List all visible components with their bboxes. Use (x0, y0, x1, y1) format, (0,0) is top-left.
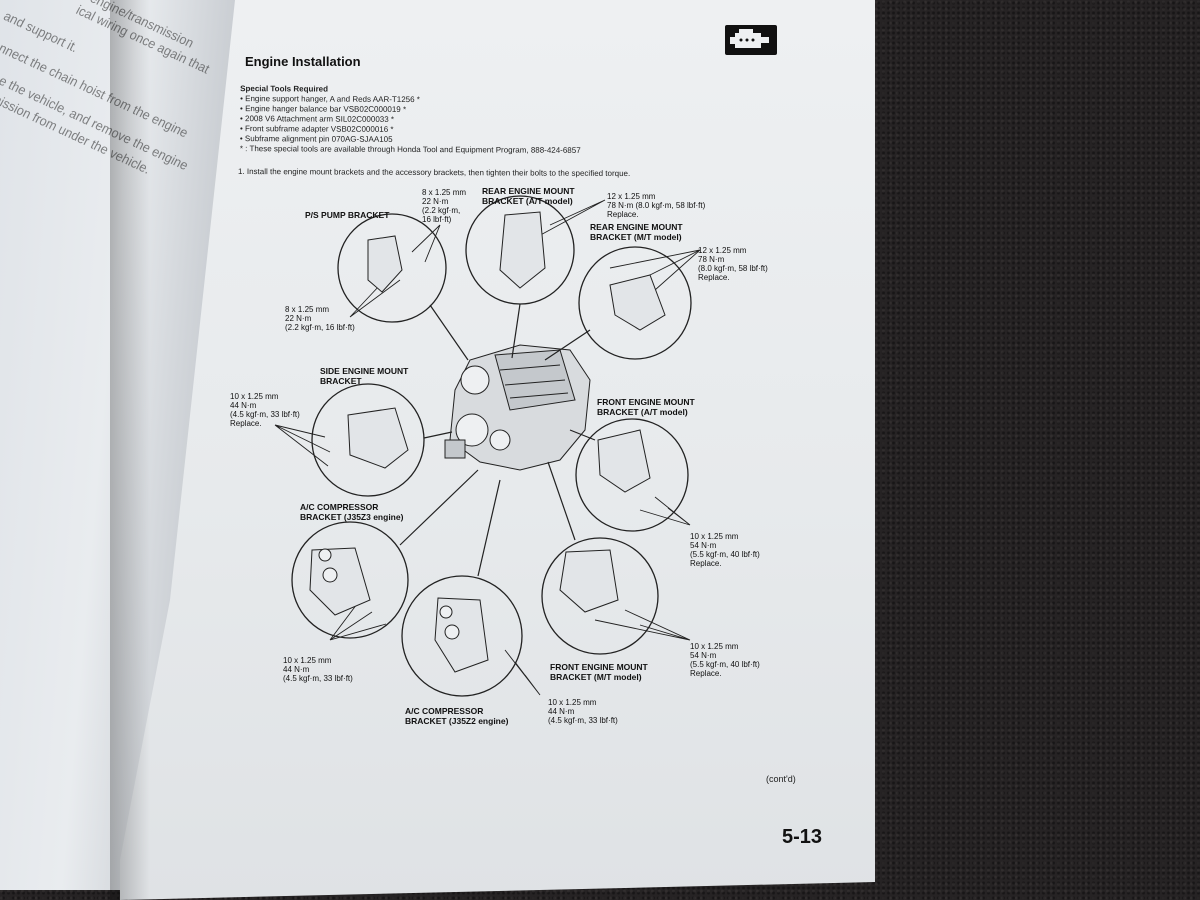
spec-line: 44 N·m (283, 665, 310, 674)
front-mt-torque-spec: 10 x 1.25 mm 54 N·m (5.5 kgf·m, 40 lbf·f… (690, 642, 760, 678)
spec-line: (4.5 kgf·m, 33 lbf·ft) (230, 410, 300, 419)
spec-line: 10 x 1.25 mm (283, 656, 332, 665)
engine-section-icon (725, 25, 777, 55)
label-line: BRACKET (J35Z2 engine) (405, 716, 509, 726)
spec-line: (8.0 kgf·m, 58 lbf·ft) (698, 264, 768, 273)
label-line: BRACKET (J35Z3 engine) (300, 512, 404, 522)
label-line: FRONT ENGINE MOUNT (550, 662, 648, 672)
rear-mt-bracket-label: REAR ENGINE MOUNT BRACKET (M/T model) (590, 222, 683, 242)
label-line: BRACKET (A/T model) (597, 407, 688, 417)
ac-j35z2-detail-circle (401, 575, 523, 697)
ps-bottom-torque-spec: 8 x 1.25 mm 22 N·m (2.2 kgf·m, 16 lbf·ft… (285, 305, 355, 332)
ps-pump-detail-circle (337, 213, 447, 323)
spec-line: 12 x 1.25 mm (607, 192, 656, 201)
spec-line: Replace. (607, 210, 639, 219)
spec-line: (4.5 kgf·m, 33 lbf·ft) (548, 716, 618, 725)
ac-j35z2-bracket-label: A/C COMPRESSOR BRACKET (J35Z2 engine) (405, 706, 508, 726)
spec-line: 8 x 1.25 mm (285, 305, 330, 314)
ac-j35z2-torque-spec: 10 x 1.25 mm 44 N·m (4.5 kgf·m, 33 lbf·f… (548, 698, 618, 725)
spec-line: 78 N·m (698, 255, 725, 264)
spec-line: (2.2 kgf·m, 16 lbf·ft) (285, 323, 355, 332)
page-title: Engine Installation (245, 54, 361, 69)
side-mount-detail-circle (311, 383, 425, 497)
rear-mt-torque-spec: 12 x 1.25 mm 78 N·m (8.0 kgf·m, 58 lbf·f… (698, 246, 768, 282)
ac-j35z3-bracket-label: A/C COMPRESSOR BRACKET (J35Z3 engine) (300, 502, 403, 522)
label-line: SIDE ENGINE MOUNT (320, 366, 409, 376)
rear-at-torque-spec: 12 x 1.25 mm 78 N·m (8.0 kgf·m, 58 lbf·f… (607, 192, 705, 219)
label-line: BRACKET (A/T model) (482, 196, 573, 206)
label-line: A/C COMPRESSOR (300, 502, 379, 512)
rear-at-bracket-label: REAR ENGINE MOUNT BRACKET (A/T model) (482, 186, 575, 206)
ac-j35z3-detail-circle (291, 521, 409, 639)
continued-note: (cont'd) (766, 774, 796, 784)
label-line: BRACKET (M/T model) (550, 672, 642, 682)
front-at-detail-circle (575, 418, 689, 532)
spec-line: 22 N·m (285, 314, 312, 323)
spec-line: 8 x 1.25 mm (422, 188, 467, 197)
ac-j35z3-torque-spec: 10 x 1.25 mm 44 N·m (4.5 kgf·m, 33 lbf·f… (283, 656, 353, 683)
spec-line: (4.5 kgf·m, 33 lbf·ft) (283, 674, 353, 683)
spec-line: Replace. (690, 559, 722, 568)
spec-line: (5.5 kgf·m, 40 lbf·ft) (690, 660, 760, 669)
rear-mt-detail-circle (578, 246, 692, 360)
spec-line: (5.5 kgf·m, 40 lbf·ft) (690, 550, 760, 559)
spec-line: 22 N·m (422, 197, 449, 206)
label-line: FRONT ENGINE MOUNT (597, 397, 695, 407)
spec-line: Replace. (230, 419, 262, 428)
spec-line: 44 N·m (548, 707, 575, 716)
spec-line: Replace. (698, 273, 730, 282)
ps-pump-bracket-label: P/S PUMP BRACKET (305, 210, 390, 220)
label-line: A/C COMPRESSOR (405, 706, 484, 716)
spec-line: 10 x 1.25 mm (548, 698, 597, 707)
page-gutter-shadow (110, 0, 150, 900)
spec-line: 54 N·m (690, 651, 717, 660)
front-mt-detail-circle (541, 537, 659, 655)
label-line: REAR ENGINE MOUNT (590, 222, 683, 232)
front-mt-bracket-label: FRONT ENGINE MOUNT BRACKET (M/T model) (550, 662, 648, 682)
spec-line: 10 x 1.25 mm (690, 642, 739, 651)
spec-line: 10 x 1.25 mm (690, 532, 739, 541)
spec-line: 54 N·m (690, 541, 717, 550)
side-mount-bracket-label: SIDE ENGINE MOUNT BRACKET (320, 366, 408, 386)
spec-line: Replace. (690, 669, 722, 678)
engine-drawing (444, 344, 591, 471)
label-line: BRACKET (320, 376, 362, 386)
label-line: REAR ENGINE MOUNT (482, 186, 575, 196)
spec-line: 44 N·m (230, 401, 257, 410)
front-at-bracket-label: FRONT ENGINE MOUNT BRACKET (A/T model) (597, 397, 695, 417)
label-line: BRACKET (M/T model) (590, 232, 682, 242)
spec-line: 16 lbf·ft) (422, 215, 452, 224)
spec-line: 78 N·m (8.0 kgf·m, 58 lbf·ft) (607, 201, 706, 210)
front-at-torque-spec: 10 x 1.25 mm 54 N·m (5.5 kgf·m, 40 lbf·f… (690, 532, 760, 568)
side-mount-torque-spec: 10 x 1.25 mm 44 N·m (4.5 kgf·m, 33 lbf·f… (230, 392, 300, 428)
spec-line: 10 x 1.25 mm (230, 392, 279, 401)
page-number: 5-13 (782, 826, 823, 848)
ps-top-torque-spec: 8 x 1.25 mm 22 N·m (2.2 kgf·m, 16 lbf·ft… (422, 188, 466, 224)
spec-line: 12 x 1.25 mm (698, 246, 747, 255)
spec-line: (2.2 kgf·m, (422, 206, 461, 215)
